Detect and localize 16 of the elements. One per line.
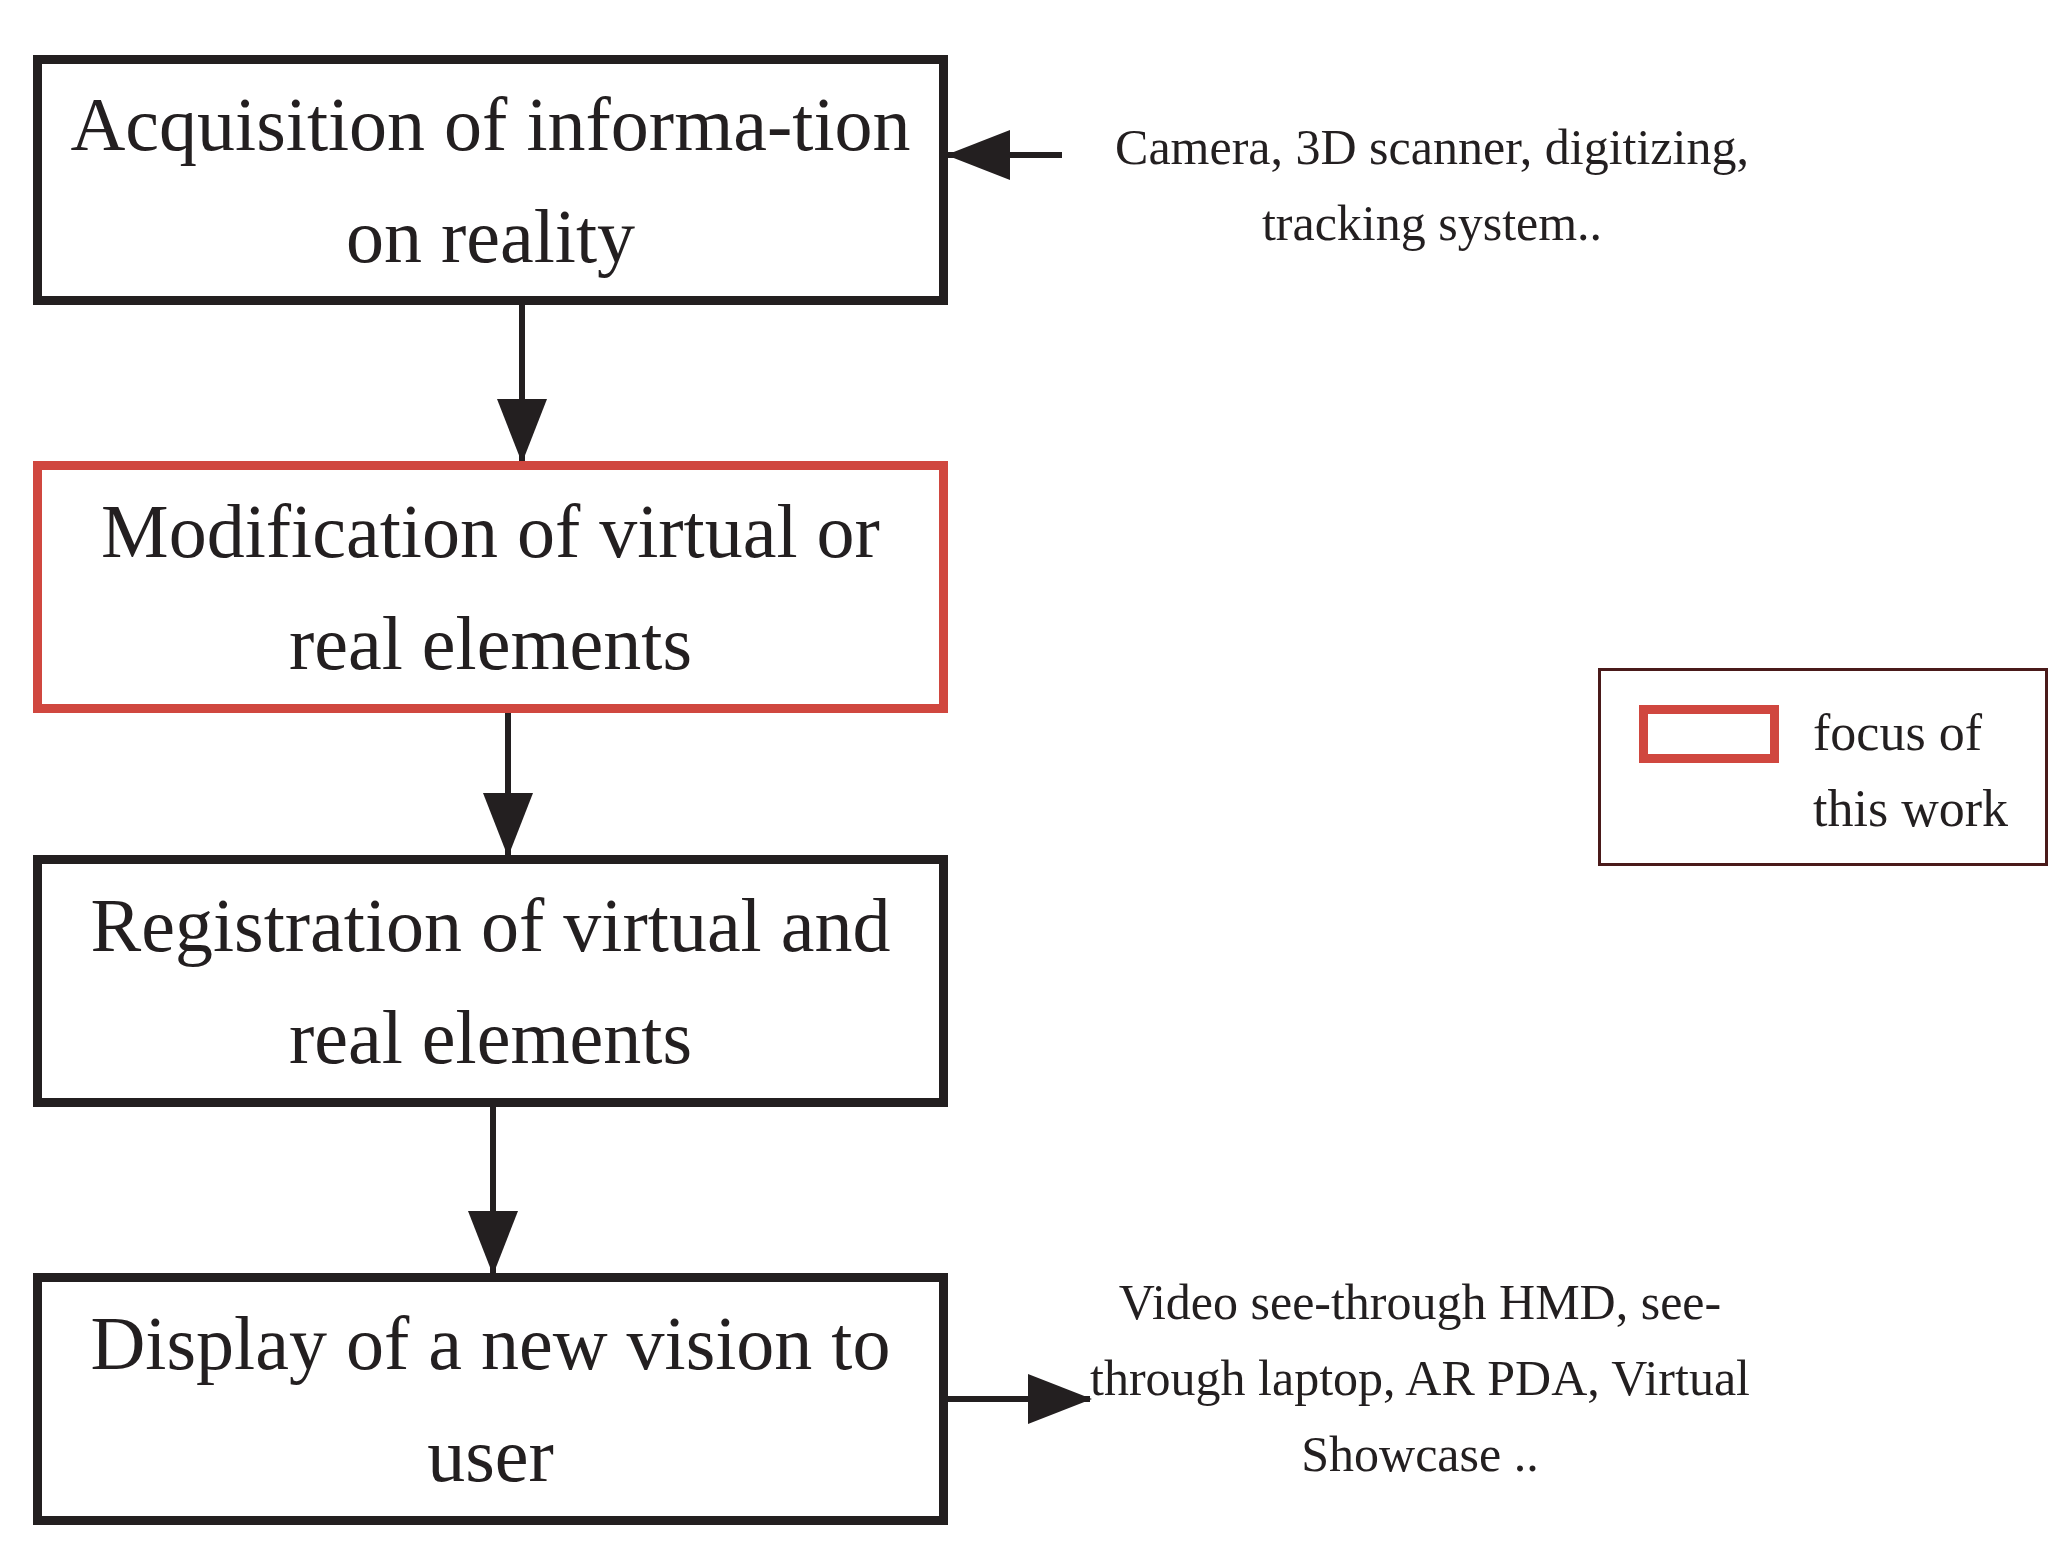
arrow (497, 305, 547, 463)
arrow (946, 130, 1062, 180)
arrow (483, 713, 533, 857)
box-label: Display of a new vision to user (89, 1300, 892, 1499)
legend-label: focus of this work (1813, 703, 2009, 839)
process-box (33, 461, 948, 713)
box-label: Acquisition of informa-tion on reality (69, 81, 912, 280)
arrow (468, 1107, 518, 1275)
process-box (33, 1273, 948, 1525)
box-label: Registration of virtual and real elements (89, 882, 892, 1081)
note-text: Video see-through HMD, see-through laptop, AR PDA, Virtual Showcase .. (1090, 1272, 1750, 1484)
arrow (948, 1374, 1092, 1424)
box-label: Modification of virtual or real elements (100, 488, 881, 687)
note-text: Camera, 3D scanner, digitizing, tracking system.. (1114, 118, 1750, 253)
process-box (33, 55, 948, 305)
process-box (33, 855, 948, 1107)
